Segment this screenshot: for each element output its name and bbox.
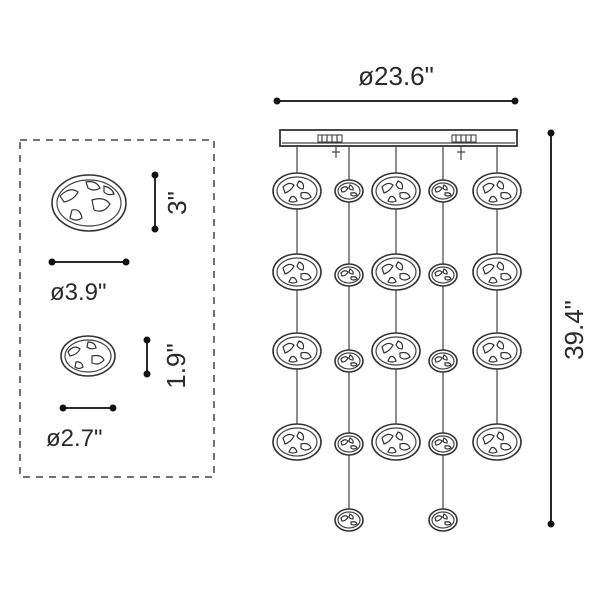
large-orb (472, 332, 522, 370)
ceiling-canopy (279, 129, 518, 160)
overall-height-label: 39.4" (559, 300, 589, 360)
small-orb (334, 179, 364, 203)
large-orb (371, 332, 421, 370)
large-orb-detail-icon (51, 174, 127, 232)
small-orb (428, 432, 458, 456)
large-orb (272, 423, 322, 461)
small-orb-height-dimension (143, 336, 151, 378)
large-orbs (272, 172, 522, 461)
large-orb (272, 172, 322, 210)
small-orb (428, 179, 458, 203)
large-orb-diameter-dimension (48, 258, 130, 266)
small-orb-height-label: 1.9" (161, 343, 191, 388)
small-orb (334, 349, 364, 373)
overall-diameter-label: ø23.6" (358, 61, 434, 91)
small-orb (428, 349, 458, 373)
small-orb-diameter-label: ø2.7" (46, 425, 103, 452)
overall-diameter-dimension (273, 97, 519, 105)
large-orb-height-dimension (151, 171, 159, 233)
large-orb (371, 253, 421, 291)
small-orb (334, 508, 364, 532)
small-orb-detail-icon (60, 335, 116, 377)
large-orb (371, 423, 421, 461)
large-orb (472, 172, 522, 210)
overall-height-dimension (547, 129, 555, 528)
large-orb (272, 253, 322, 291)
large-orb (472, 253, 522, 291)
small-orb (428, 508, 458, 532)
large-orb (371, 172, 421, 210)
small-orb-diameter-dimension (59, 404, 117, 412)
large-orb-diameter-label: ø3.9" (50, 279, 107, 306)
large-orb-height-label: 3" (162, 191, 192, 215)
large-orb (272, 332, 322, 370)
small-orb (334, 432, 364, 456)
detail-box-border (19, 139, 215, 478)
small-orb (334, 263, 364, 287)
large-orb (472, 423, 522, 461)
small-orb (428, 263, 458, 287)
